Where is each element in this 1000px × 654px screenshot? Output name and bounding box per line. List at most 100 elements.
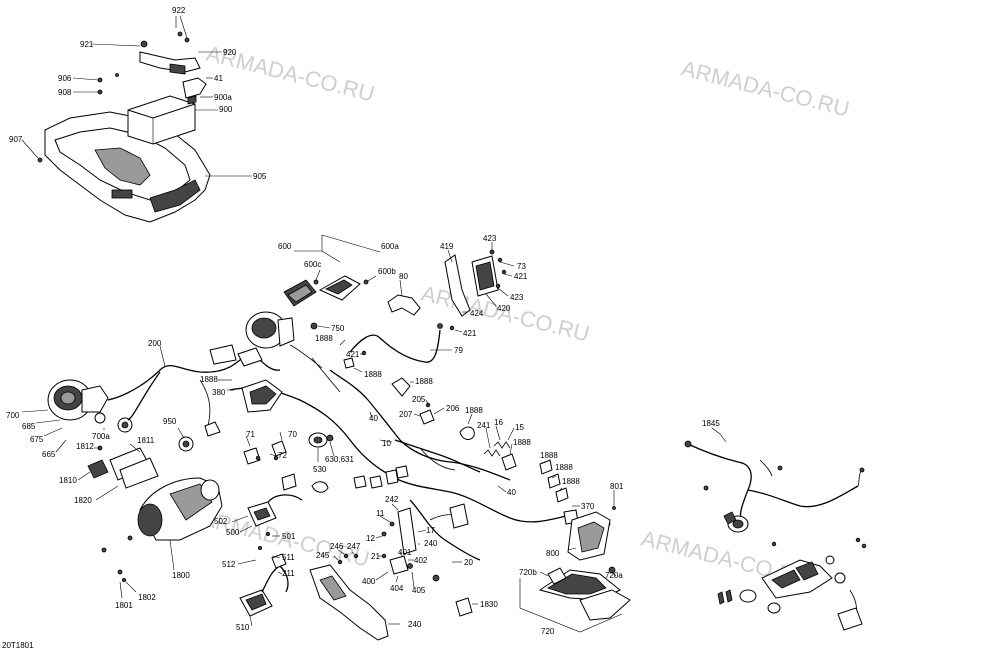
callout-801: 801 (610, 482, 624, 491)
display-cluster-group (283, 234, 452, 397)
callout-421a: 421 (346, 350, 360, 359)
callout-401: 401 (398, 548, 412, 557)
callout-1811: 1811 (137, 436, 155, 445)
sensor-harness-group (231, 494, 303, 627)
callout-1888g: 1888 (540, 451, 558, 460)
callout-1888f: 1888 (513, 438, 531, 447)
module-bracket-group (444, 242, 515, 333)
callout-419: 419 (440, 242, 454, 251)
callout-1800: 1800 (172, 571, 190, 580)
callout-950: 950 (163, 417, 177, 426)
callout-400: 400 (362, 577, 376, 586)
callout-907: 907 (9, 135, 23, 144)
callout-905: 905 (253, 172, 267, 181)
callout-206: 206 (446, 404, 460, 413)
callout-512: 512 (222, 560, 236, 569)
callout-17: 17 (426, 526, 435, 535)
callout-405: 405 (412, 586, 426, 595)
battery-tray-group (21, 15, 252, 223)
callout-1802: 1802 (138, 593, 156, 602)
callout-420: 420 (497, 304, 511, 313)
callout-207: 207 (399, 410, 413, 419)
callout-16: 16 (494, 418, 503, 427)
module-800-group (519, 511, 631, 633)
callout-700: 700 (6, 411, 20, 420)
callout-424: 424 (470, 309, 484, 318)
callout-246: 246 (330, 542, 344, 551)
callout-73: 73 (517, 262, 526, 271)
callout-600: 600 (278, 242, 292, 251)
callout-71: 71 (246, 430, 255, 439)
callout-600a: 600a (381, 242, 399, 251)
callout-380: 380 (212, 388, 226, 397)
callout-600c: 600c (304, 260, 321, 269)
callout-511: 511 (282, 553, 295, 562)
callout-11: 11 (376, 509, 385, 518)
callout-70: 70 (288, 430, 297, 439)
callout-920: 920 (223, 48, 237, 57)
callout-630-631: 630,631 (325, 455, 354, 464)
callout-15: 15 (515, 423, 524, 432)
callout-10: 10 (382, 439, 391, 448)
callout-900a: 900a (214, 93, 232, 102)
callout-906: 906 (58, 74, 72, 83)
callout-205: 205 (412, 395, 426, 404)
starter-motor-group (101, 477, 223, 599)
callout-1820: 1820 (74, 496, 92, 505)
callout-600b: 600b (378, 267, 396, 276)
callout-79: 79 (454, 346, 463, 355)
right-harness-group (684, 427, 867, 631)
callout-20: 20 (464, 558, 473, 567)
callout-1845: 1845 (702, 419, 720, 428)
callout-21: 21 (371, 552, 380, 561)
callout-1810: 1810 (59, 476, 77, 485)
callout-675: 675 (30, 435, 44, 444)
callout-1888a: 1888 (315, 334, 333, 343)
callout-1888d: 1888 (200, 375, 218, 384)
callout-72: 72 (278, 451, 287, 460)
callout-242: 242 (385, 495, 399, 504)
callout-800: 800 (546, 549, 560, 558)
callout-1888h: 1888 (555, 463, 573, 472)
callout-240b: 240 (408, 620, 422, 629)
callout-530: 530 (313, 465, 327, 474)
callout-421b: 421 (514, 272, 528, 281)
callout-908: 908 (58, 88, 72, 97)
callout-900: 900 (219, 105, 233, 114)
callout-80: 80 (399, 272, 408, 281)
callout-501: 501 (282, 532, 296, 541)
callout-685: 685 (22, 422, 36, 431)
callout-665: 665 (42, 450, 56, 459)
callout-370: 370 (581, 502, 595, 511)
callout-750: 750 (331, 324, 345, 333)
diagram-reference-code: 20T1801 (2, 641, 34, 650)
callout-40a: 40 (369, 414, 378, 423)
callout-200: 200 (148, 339, 162, 348)
callout-720: 720 (541, 627, 555, 636)
callout-421c: 421 (463, 329, 477, 338)
callout-423a: 423 (483, 234, 497, 243)
callout-41: 41 (214, 74, 223, 83)
callout-510: 510 (236, 623, 250, 632)
callout-1801: 1801 (115, 601, 133, 610)
callout-1888b: 1888 (364, 370, 382, 379)
callout-720a: 720a (605, 571, 623, 580)
callout-1888c: 1888 (415, 377, 433, 386)
callout-1830: 1830 (480, 600, 498, 609)
callout-241: 241 (477, 421, 491, 430)
callout-240a: 240 (424, 539, 438, 548)
callout-247: 247 (347, 542, 361, 551)
callout-211: 211 (282, 569, 295, 578)
callout-922: 922 (172, 6, 186, 15)
callout-402: 402 (414, 556, 428, 565)
callout-1888i: 1888 (562, 477, 580, 486)
callout-1812: 1812 (76, 442, 94, 451)
callout-502: 502 (214, 517, 228, 526)
callout-12: 12 (366, 534, 375, 543)
watermark-2: ARMADA-CO.RU (679, 56, 852, 122)
callout-40b: 40 (507, 488, 516, 497)
watermark-3: ARMADA-CO.RU (419, 281, 592, 347)
callout-404: 404 (390, 584, 404, 593)
callout-700a: 700a (92, 432, 110, 441)
